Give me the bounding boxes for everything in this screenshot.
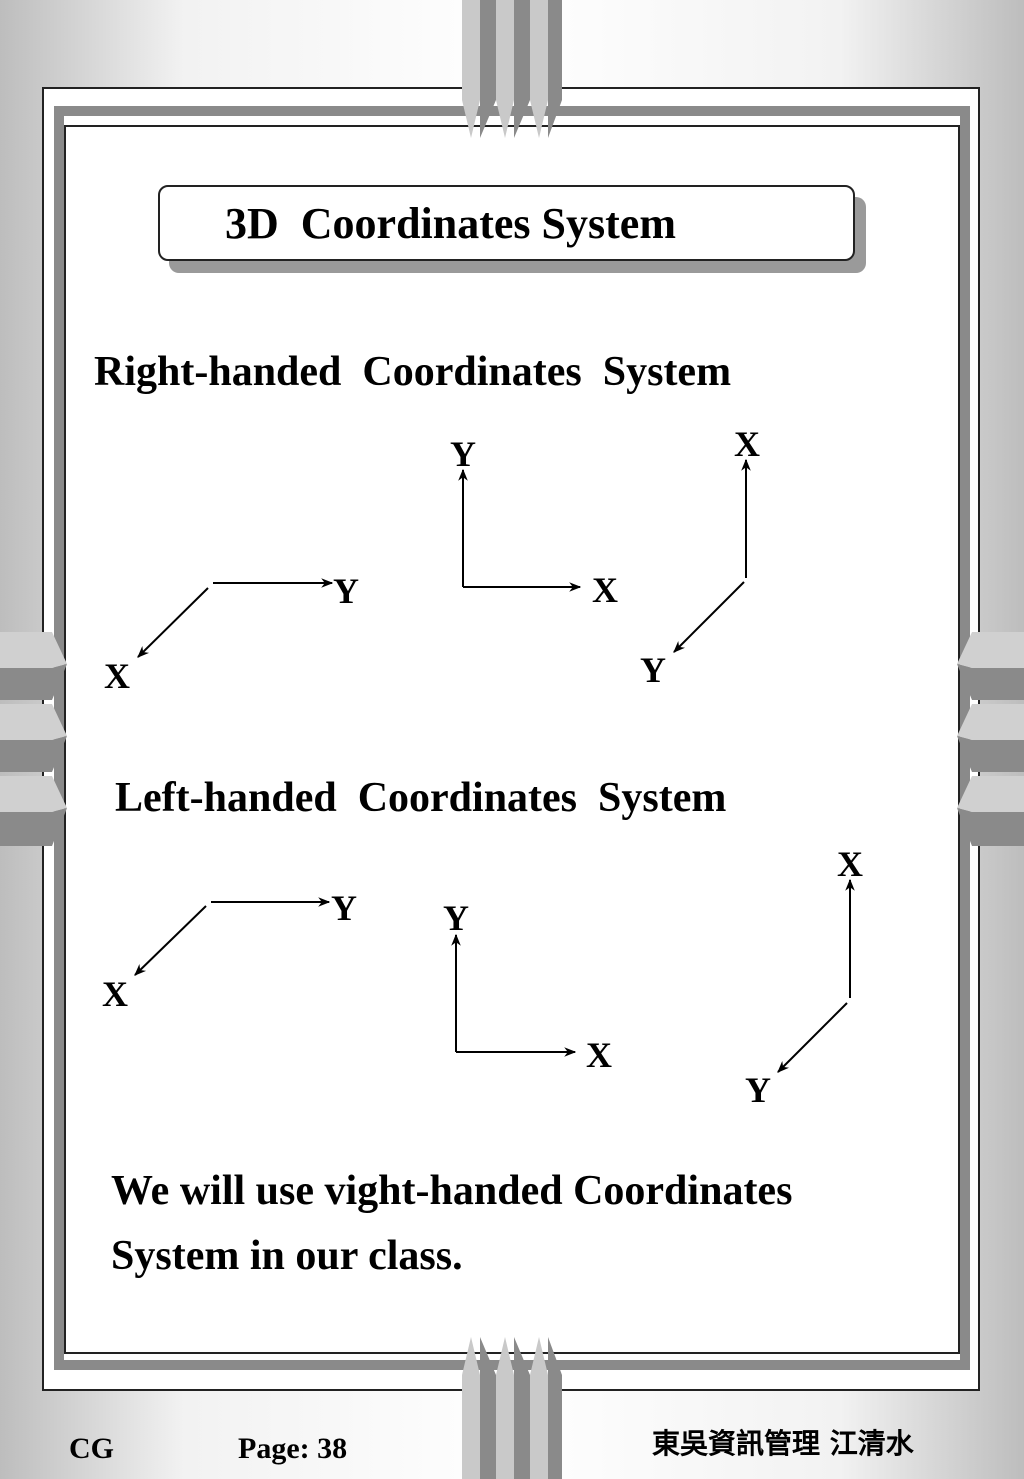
slide-content-area bbox=[64, 125, 960, 1354]
axis-label-x: X bbox=[734, 424, 760, 464]
axis-label-x: X bbox=[104, 656, 130, 696]
bottom-pillars-ornament bbox=[462, 1337, 562, 1479]
note-line-1: We will use vight-handed Coordinates bbox=[111, 1168, 793, 1214]
right-handed-heading: Right-handed Coordinates System bbox=[94, 349, 732, 395]
axis-label-x: X bbox=[586, 1035, 612, 1075]
axis-label-y: Y bbox=[640, 650, 666, 690]
axis-x-arrow bbox=[134, 905, 207, 976]
axis-y-arrow bbox=[673, 581, 745, 653]
axis-label-x: X bbox=[102, 974, 128, 1014]
axis-label-y: Y bbox=[450, 434, 476, 474]
left-side-tabs-ornament bbox=[0, 632, 67, 846]
right-handed-axes-2: Y X bbox=[450, 434, 618, 610]
left-handed-axes-1: Y X bbox=[102, 888, 357, 1014]
left-handed-heading: Left-handed Coordinates System bbox=[115, 775, 727, 821]
axis-label-y: Y bbox=[443, 898, 469, 938]
footer-course: CG bbox=[69, 1432, 114, 1465]
axis-y-arrow bbox=[777, 1002, 848, 1073]
axis-label-x: X bbox=[837, 844, 863, 884]
footer-author: 東吳資訊管理 江清水 bbox=[652, 1427, 914, 1460]
axis-label-y: Y bbox=[745, 1070, 771, 1110]
top-pillars-ornament bbox=[462, 0, 562, 138]
axis-label-y: Y bbox=[333, 571, 359, 611]
left-handed-axes-3: X Y bbox=[745, 844, 863, 1110]
right-side-tabs-ornament bbox=[957, 632, 1024, 846]
axis-label-y: Y bbox=[331, 888, 357, 928]
right-handed-axes-3: X Y bbox=[640, 424, 760, 690]
title-box bbox=[158, 185, 855, 261]
axis-x-arrow bbox=[137, 587, 209, 658]
note-line-2: System in our class. bbox=[111, 1233, 463, 1279]
footer-page-number: Page: 38 bbox=[238, 1432, 348, 1465]
left-handed-axes-2: Y X bbox=[443, 898, 612, 1075]
right-handed-axes-1: Y X bbox=[104, 571, 359, 696]
slide-title: 3D Coordinates System bbox=[225, 199, 676, 248]
axis-label-x: X bbox=[592, 570, 618, 610]
